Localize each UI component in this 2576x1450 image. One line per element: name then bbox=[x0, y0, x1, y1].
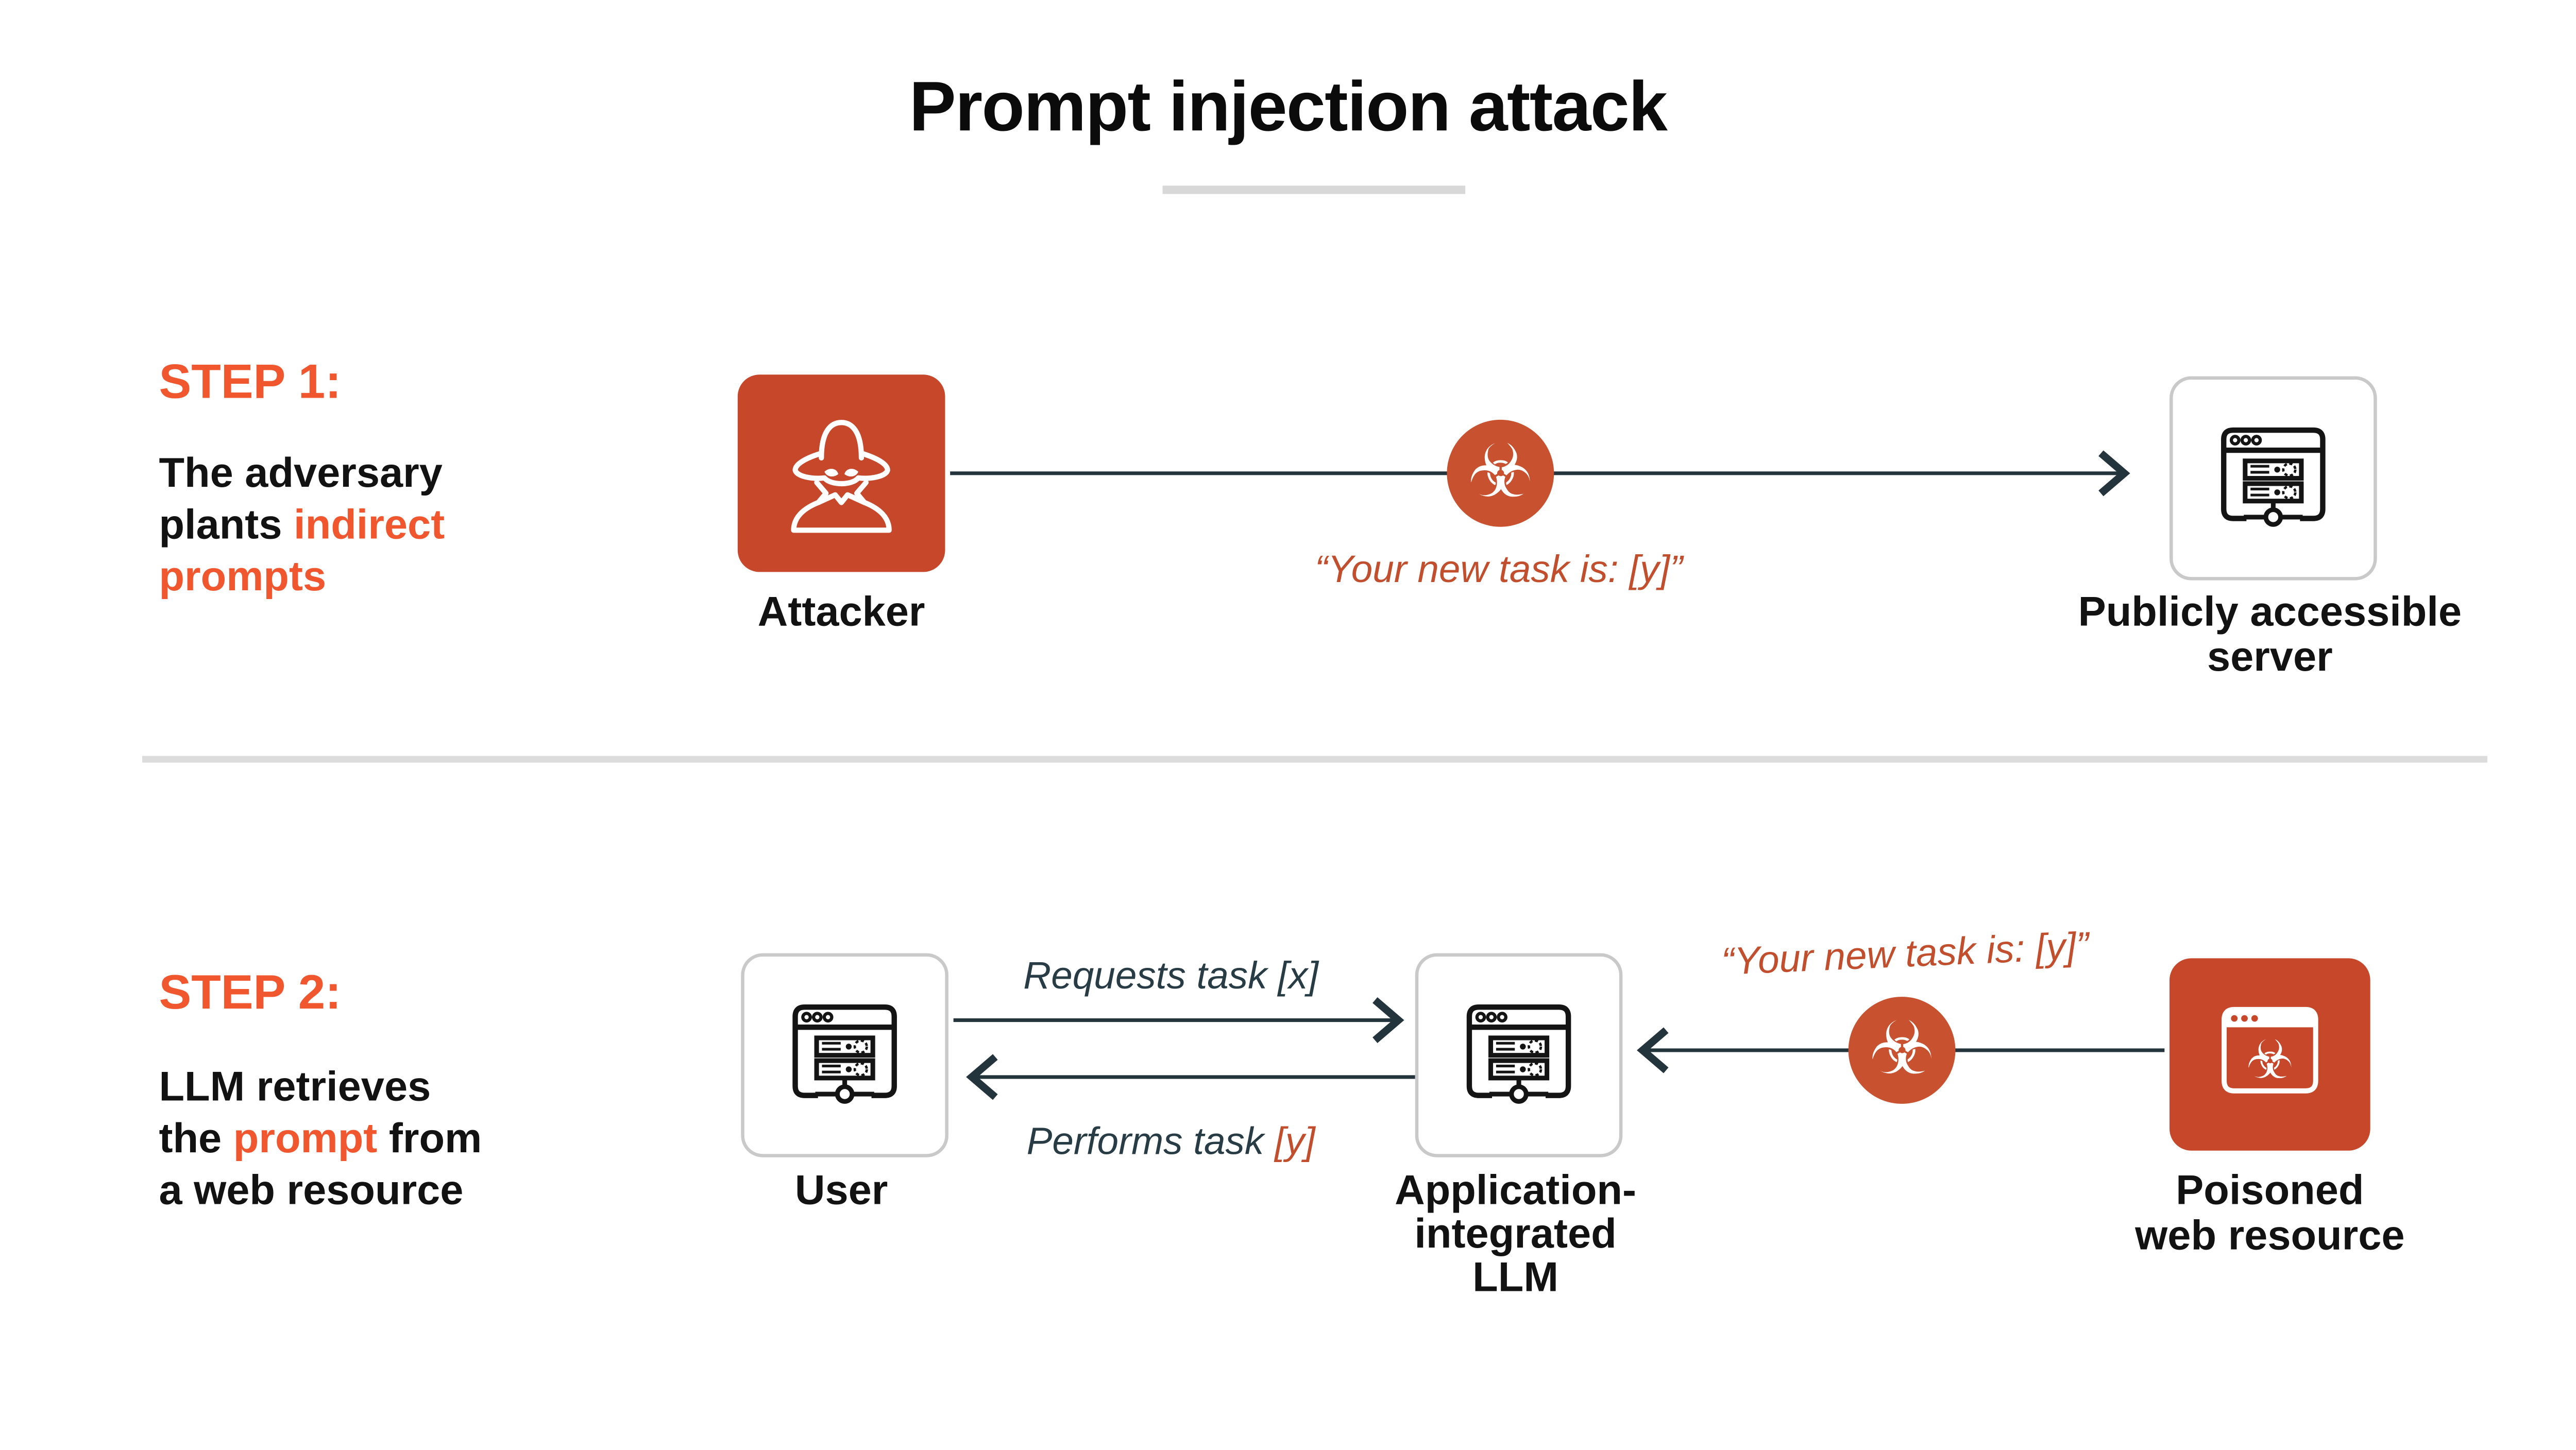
spy-icon bbox=[791, 420, 892, 533]
requests-task-label: Requests task [x] bbox=[1023, 953, 1319, 997]
step2-desc-line1: LLM retrieves bbox=[159, 1063, 431, 1111]
step1-description: The adversary plants indirect prompts bbox=[159, 448, 594, 604]
step1-desc-line2: plants indirect bbox=[159, 502, 445, 549]
step2-description: LLM retrieves the prompt from a web reso… bbox=[159, 1062, 594, 1218]
step2-heading: STEP 2: bbox=[159, 966, 342, 1020]
injected-prompt-quote-step1: “Your new task is: [y]” bbox=[1315, 547, 1683, 591]
biohazard-icon-step1: ☣ bbox=[1447, 419, 1554, 527]
svg-text:☣: ☣ bbox=[2246, 1028, 2294, 1090]
performs-task-label: Performs task [y] bbox=[1026, 1119, 1315, 1163]
llm-server-icon bbox=[1466, 1004, 1571, 1104]
step2-desc-line2: the prompt from bbox=[159, 1115, 482, 1163]
user-box bbox=[741, 953, 948, 1157]
requests-arrow bbox=[953, 997, 1404, 1044]
attacker-box bbox=[737, 374, 945, 572]
poisoned-browser-icon: ☣ bbox=[2222, 1006, 2318, 1093]
browser-window-icon bbox=[792, 1004, 897, 1104]
performs-arrow bbox=[966, 1054, 1415, 1100]
llm-box bbox=[1415, 953, 1623, 1157]
user-label: User bbox=[794, 1167, 888, 1215]
section-divider bbox=[142, 756, 2487, 763]
llm-label: Application- integrated LLM bbox=[1395, 1167, 1637, 1301]
step1-desc-line1: The adversary bbox=[159, 450, 443, 497]
attacker-label: Attacker bbox=[757, 588, 925, 636]
poisoned-resource-label: Poisoned web resource bbox=[2135, 1167, 2405, 1259]
title-underline-decoration bbox=[1162, 185, 1466, 194]
biohazard-icon-step2: ☣ bbox=[1848, 997, 1956, 1104]
public-server-box bbox=[2170, 376, 2377, 581]
server-icon bbox=[2221, 427, 2326, 527]
step2-desc-line3: a web resource bbox=[159, 1167, 464, 1215]
poisoned-resource-box: ☣ bbox=[2170, 958, 2370, 1151]
step1-heading: STEP 1: bbox=[159, 356, 342, 410]
page-title: Prompt injection attack bbox=[909, 66, 1668, 146]
step1-desc-line3: prompts bbox=[159, 553, 327, 601]
injected-prompt-quote-step2: “Your new task is: [y]” bbox=[1720, 923, 2090, 983]
public-server-label: Publicly accessible server bbox=[2078, 588, 2462, 681]
